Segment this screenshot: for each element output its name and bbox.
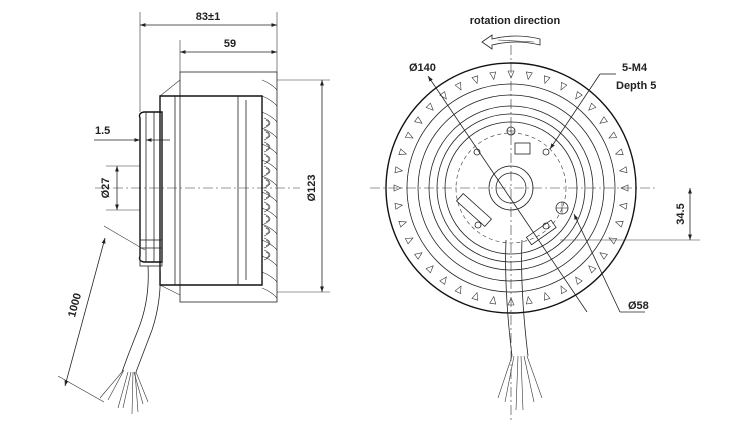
cable-length-label: 1000 — [66, 292, 84, 319]
rotor-fins — [263, 117, 271, 261]
rotation-direction-label: rotation direction — [470, 15, 561, 27]
front-view: rotation direction Ø140 5-M4 Depth 5 Ø58… — [370, 15, 700, 420]
thread-depth-label: Depth 5 — [616, 80, 656, 92]
blade-openings — [393, 70, 629, 306]
side-view: 83±1 59 1.5 Ø27 Ø123 1000 — [57, 11, 330, 415]
impeller-blades — [159, 79, 278, 299]
flange-thickness-label: 1.5 — [95, 125, 110, 137]
impeller-length-label: 59 — [224, 38, 236, 50]
overall-length-label: 83±1 — [196, 11, 220, 23]
outer-diameter-label: Ø123 — [306, 175, 318, 202]
offset-label: 34.5 — [675, 203, 687, 224]
impeller-diameter-label: Ø140 — [409, 62, 436, 74]
rotation-arrow-icon — [481, 34, 541, 50]
hub-diameter-label: Ø27 — [100, 178, 112, 199]
mounting-thread-label: 5-M4 — [622, 62, 648, 74]
bolt-circle-label: Ø58 — [628, 300, 649, 312]
